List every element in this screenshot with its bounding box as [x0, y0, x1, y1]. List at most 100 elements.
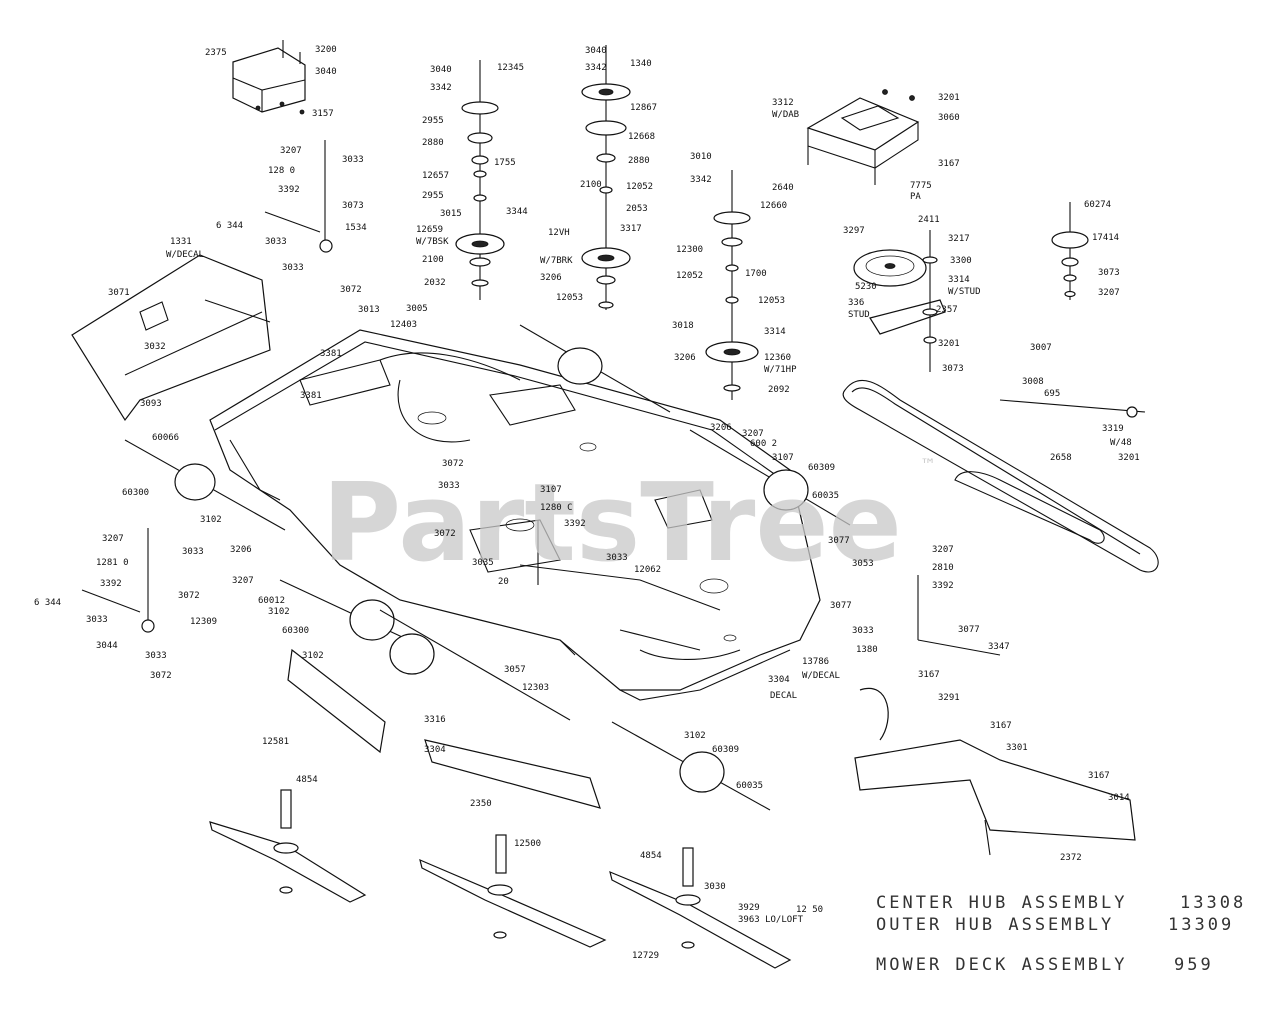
part-label: 2350 — [470, 799, 492, 809]
part-label: 3347 — [988, 642, 1010, 652]
part-label: 3314 — [764, 327, 786, 337]
part-label: 12303 — [522, 683, 549, 693]
part-label: 3167 — [990, 721, 1012, 731]
part-label: 3072 — [340, 285, 362, 295]
part-label: 60066 — [152, 433, 179, 443]
part-label: 2372 — [1060, 853, 1082, 863]
mower-deck-assembly-name: MOWER DECK ASSEMBLY — [876, 955, 1127, 975]
bracket-2375 — [232, 40, 306, 115]
part-label: 12345 — [497, 63, 524, 73]
part-label: 60274 — [1084, 200, 1111, 210]
part-label: 12867 — [630, 103, 657, 113]
part-label: 3033 — [606, 553, 628, 563]
part-label: 3963 LO/LOFT — [738, 915, 804, 925]
part-label: 3107 — [540, 485, 562, 495]
belt-2658 — [842, 379, 1159, 573]
part-label: 3072 — [178, 591, 200, 601]
part-label: 12053 — [556, 293, 583, 303]
part-label: 5230 — [855, 282, 877, 292]
part-label: 3102 — [302, 651, 324, 661]
spindle-right — [705, 170, 759, 400]
part-label: 3072 — [434, 529, 456, 539]
part-label: 3167 — [938, 159, 960, 169]
part-label: 60300 — [122, 488, 149, 498]
part-label: 3342 — [585, 63, 607, 73]
part-label: 3060 — [938, 113, 960, 123]
part-label: 3014 — [1108, 793, 1130, 803]
part-label: 3300 — [950, 256, 972, 266]
part-label: 2032 — [424, 278, 446, 288]
part-label: 3077 — [958, 625, 980, 635]
part-label: 3157 — [312, 109, 334, 119]
part-label: 3033 — [86, 615, 108, 625]
part-label: 2092 — [768, 385, 790, 395]
part-label: 1380 — [856, 645, 878, 655]
part-label: 3167 — [1088, 771, 1110, 781]
part-label: 3207 — [742, 429, 764, 439]
roller-bottom — [611, 721, 771, 811]
part-label: 3392 — [932, 581, 954, 591]
part-label: 3072 — [150, 671, 172, 681]
part-label: 3030 — [704, 882, 726, 892]
part-label: 12500 — [514, 839, 541, 849]
part-label: 12052 — [676, 271, 703, 281]
part-label: 3093 — [140, 399, 162, 409]
part-label: 12360 — [764, 353, 791, 363]
part-label: 7775 — [910, 181, 932, 191]
part-label: 4854 — [640, 851, 662, 861]
part-label: W/71HP — [764, 365, 797, 375]
idler-pulley-assembly — [853, 230, 946, 372]
part-label: 2955 — [422, 116, 444, 126]
part-label: 2053 — [626, 204, 648, 214]
part-label: 2357 — [936, 305, 958, 315]
part-label: W/DAB — [772, 110, 799, 120]
baffle-2372 — [854, 687, 1136, 856]
part-label: 3342 — [690, 175, 712, 185]
part-label: 13786 — [802, 657, 829, 667]
part-label: 3201 — [938, 339, 960, 349]
part-label: 3217 — [948, 234, 970, 244]
part-label: 3207 — [102, 534, 124, 544]
part-label: 3007 — [1030, 343, 1052, 353]
part-label: 3201 — [938, 93, 960, 103]
part-label: 2100 — [422, 255, 444, 265]
part-label: 3035 — [472, 558, 494, 568]
part-label: 1534 — [345, 223, 367, 233]
part-label: 3008 — [1022, 377, 1044, 387]
part-label: 3040 — [585, 46, 607, 56]
deck-support-arm-12581 — [287, 648, 386, 754]
blade-left — [209, 789, 367, 903]
part-label: 3316 — [424, 715, 446, 725]
part-label: 12052 — [626, 182, 653, 192]
part-label: 3206 — [230, 545, 252, 555]
part-label: 2100 — [580, 180, 602, 190]
part-label: 12VH — [548, 228, 570, 238]
part-label: 3005 — [406, 304, 428, 314]
part-label: 3200 — [315, 45, 337, 55]
part-label: 695 — [1044, 389, 1060, 399]
part-label: 3207 — [280, 146, 302, 156]
part-label: 3053 — [852, 559, 874, 569]
part-label: 6 344 — [34, 598, 61, 608]
part-label: W/STUD — [948, 287, 981, 297]
part-label: 3044 — [96, 641, 118, 651]
part-label: DECAL — [770, 691, 797, 701]
title-block: CENTER HUB ASSEMBLY 13308 OUTER HUB ASSE… — [876, 893, 1243, 975]
roller-right — [689, 429, 851, 526]
part-label: 3102 — [684, 731, 706, 741]
part-label: 2880 — [628, 156, 650, 166]
part-label: 3033 — [438, 481, 460, 491]
belt-shield-1331 — [71, 254, 271, 422]
part-label: 1340 — [630, 59, 652, 69]
part-label: 2375 — [205, 48, 227, 58]
part-label: 3040 — [315, 67, 337, 77]
part-label: W/7BRK — [540, 256, 573, 266]
deck-support-arm-2350 — [424, 739, 601, 809]
part-label: 3301 — [1006, 743, 1028, 753]
part-label: 3206 — [540, 273, 562, 283]
part-label: 12581 — [262, 737, 289, 747]
part-label: 3206 — [710, 423, 732, 433]
part-label: 3392 — [278, 185, 300, 195]
part-label: 12 50 — [796, 905, 823, 915]
